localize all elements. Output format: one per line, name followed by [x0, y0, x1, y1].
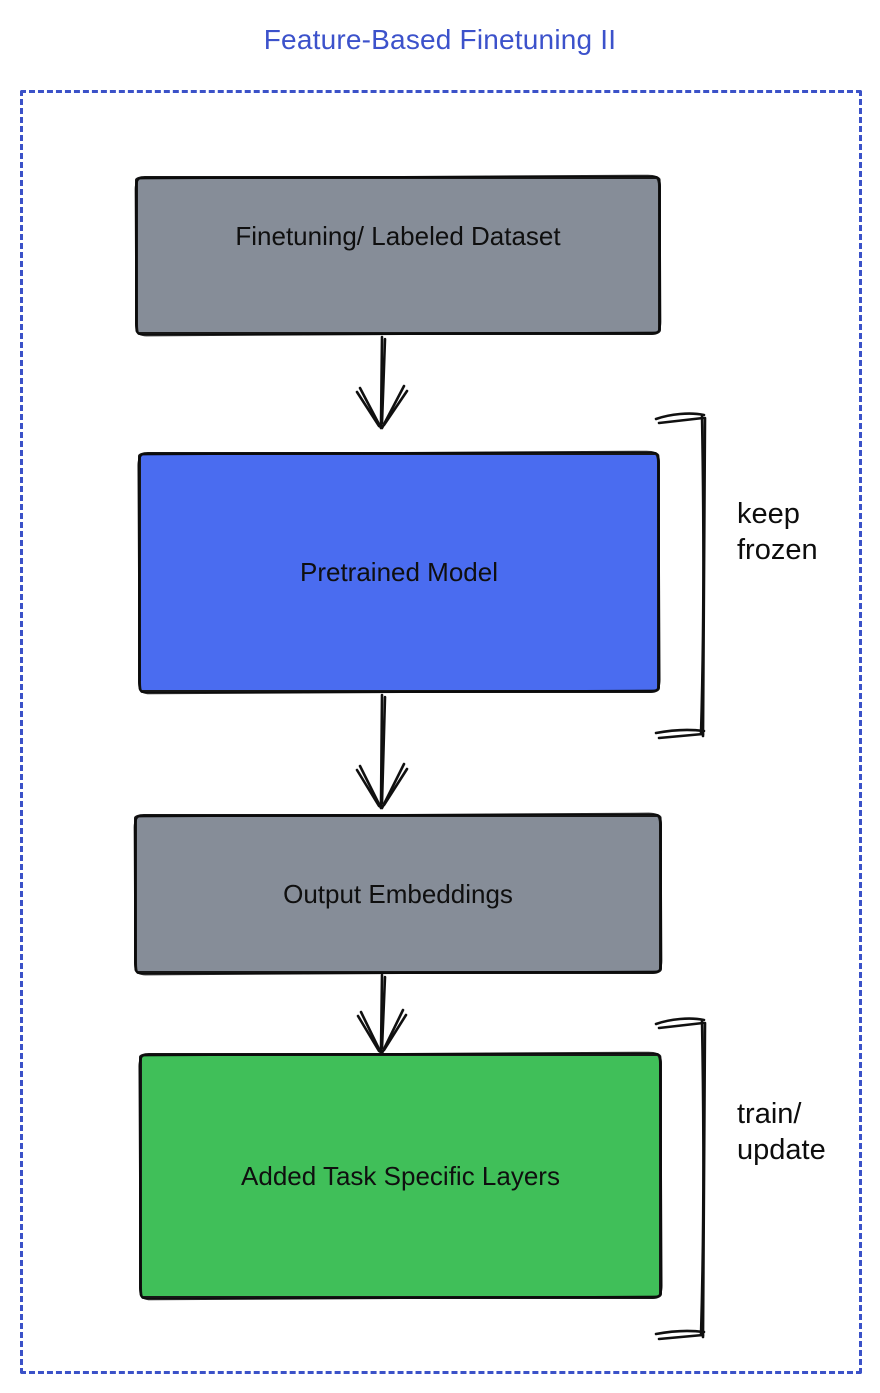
box-added-task-layers: Added Task Specific Layers — [139, 1053, 662, 1299]
box-label: Finetuning/ Labeled Dataset — [235, 221, 561, 251]
bracket-icon — [654, 1017, 707, 1341]
diagram-frame — [20, 90, 862, 1374]
diagram-title: Feature-Based Finetuning II — [263, 24, 617, 55]
down-arrow-icon — [355, 335, 409, 430]
down-arrow-icon — [355, 693, 409, 810]
box-finetuning-dataset: Finetuning/ Labeled Dataset — [135, 176, 661, 335]
box-label: Added Task Specific Layers — [241, 1160, 560, 1191]
box-output-embeddings: Output Embeddings — [134, 814, 662, 974]
annotation-train-update: train/ update — [737, 1098, 826, 1166]
bracket-icon — [654, 412, 707, 740]
down-arrow-icon — [356, 973, 408, 1055]
box-label: Pretrained Model — [300, 557, 498, 587]
box-label: Output Embeddings — [283, 878, 513, 909]
box-pretrained-model: Pretrained Model — [138, 452, 660, 693]
annotation-keep-frozen: keep frozen — [737, 498, 818, 566]
